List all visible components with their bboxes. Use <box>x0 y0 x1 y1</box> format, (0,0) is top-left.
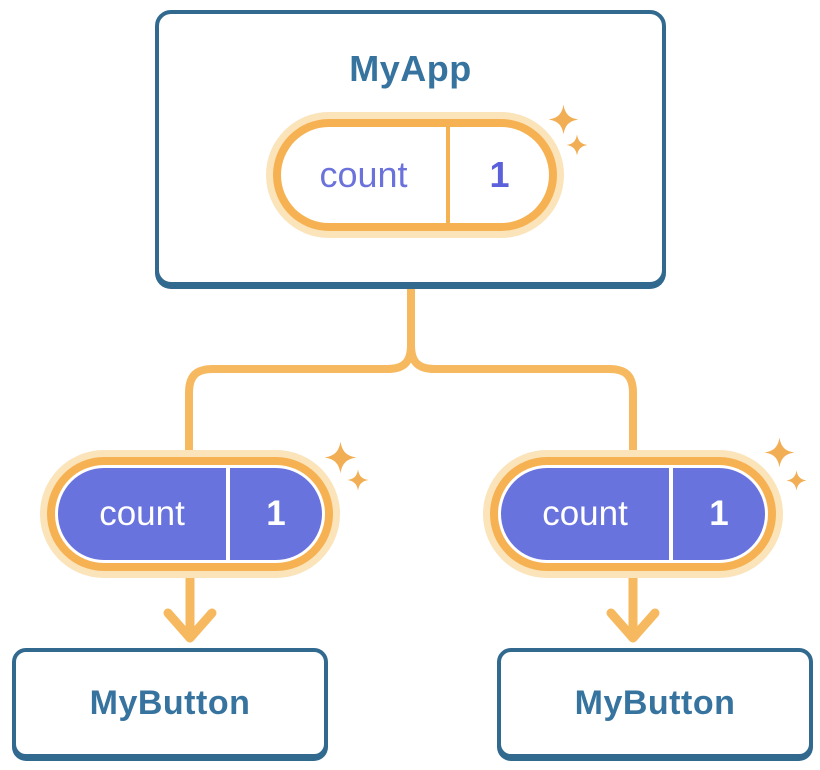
sparkle-icon <box>566 134 588 156</box>
sparkle-icon <box>786 470 807 491</box>
state-value: 1 <box>489 154 510 195</box>
prop-name: count <box>542 494 628 533</box>
node-title: MyButton <box>89 683 251 722</box>
pill-body: count 1 <box>281 127 549 223</box>
node-title: MyApp <box>349 48 472 89</box>
pill-fill: count 1 <box>501 468 765 560</box>
pill-divider <box>226 468 230 560</box>
component-node-child: MyButton <box>497 648 813 758</box>
sparkle-icon <box>548 104 579 135</box>
prop-name: count <box>99 494 185 533</box>
pill-fill: count 1 <box>58 468 322 560</box>
prop-value: 1 <box>266 494 286 533</box>
component-node-root: MyApp <box>155 10 666 286</box>
pill-divider <box>446 127 450 223</box>
prop-pill: count 1 <box>483 450 783 578</box>
pill-ring: count 1 <box>47 457 333 571</box>
arrow-down-icon <box>606 578 660 643</box>
pill-ring: count 1 <box>490 457 776 571</box>
pill-ring: count 1 <box>273 119 557 231</box>
component-node-child: MyButton <box>12 648 328 758</box>
arrow-down-icon <box>163 578 217 643</box>
pill-divider <box>669 468 673 560</box>
state-name: count <box>319 154 408 195</box>
node-title: MyButton <box>574 683 736 722</box>
sparkle-icon <box>324 441 357 474</box>
pill-body: count 1 <box>498 465 768 563</box>
prop-pill: count 1 <box>40 450 340 578</box>
sparkle-icon <box>764 437 795 468</box>
prop-value: 1 <box>709 494 729 533</box>
sparkle-icon <box>347 469 369 491</box>
state-pill: count 1 <box>266 112 564 238</box>
pill-body: count 1 <box>55 465 325 563</box>
